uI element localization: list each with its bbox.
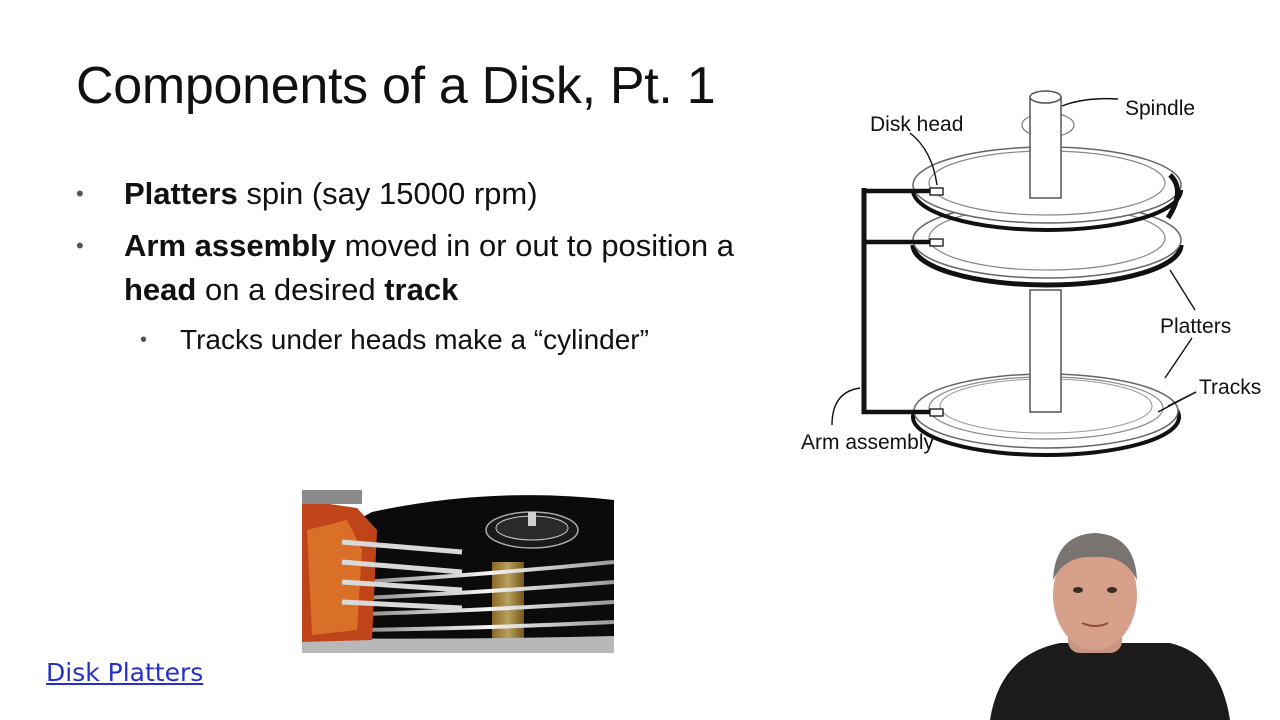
disk-platters-photo (302, 490, 614, 653)
bullet-term-track: track (384, 272, 459, 307)
bullet-text-platters: spin (say 15000 rpm) (237, 176, 538, 211)
label-tracks: Tracks (1199, 376, 1261, 399)
bullet-list: • Platters spin (say 15000 rpm) • Arm as… (76, 172, 796, 360)
slide-title: Components of a Disk, Pt. 1 (76, 57, 716, 115)
bullet-text-arm-2: on a desired (196, 272, 385, 307)
sub-bullet-cylinder: • Tracks under heads make a “cylinder” (76, 320, 796, 360)
bullet-text-arm-1: moved in or out to position a (335, 228, 735, 263)
bullet-platters: • Platters spin (say 15000 rpm) (76, 172, 796, 216)
spindle-upper (1021, 90, 1075, 199)
bullet-term-platters: Platters (124, 176, 238, 211)
sub-bullet-text: Tracks under heads make a “cylinder” (180, 324, 649, 355)
disk-platters-link[interactable]: Disk Platters (46, 658, 204, 687)
label-platters: Platters (1160, 315, 1231, 338)
label-arm-assembly: Arm assembly (801, 431, 935, 454)
bullet-dot: • (76, 233, 84, 258)
label-disk-head: Disk head (870, 113, 963, 136)
disk-diagram: Spindle Disk head Platters Tracks Arm as… (801, 90, 1261, 457)
arm-assembly (861, 187, 944, 417)
leader-lines (831, 97, 1197, 426)
spindle-lower (1029, 289, 1062, 413)
bullet-arm-assembly: • Arm assembly moved in or out to positi… (76, 224, 796, 312)
presenter-video (920, 505, 1280, 720)
bullet-dot: • (140, 329, 148, 351)
bullet-term-head: head (124, 272, 197, 307)
label-spindle: Spindle (1125, 97, 1195, 120)
bullet-dot: • (76, 181, 84, 206)
bullet-term-arm-assembly: Arm assembly (124, 228, 336, 263)
